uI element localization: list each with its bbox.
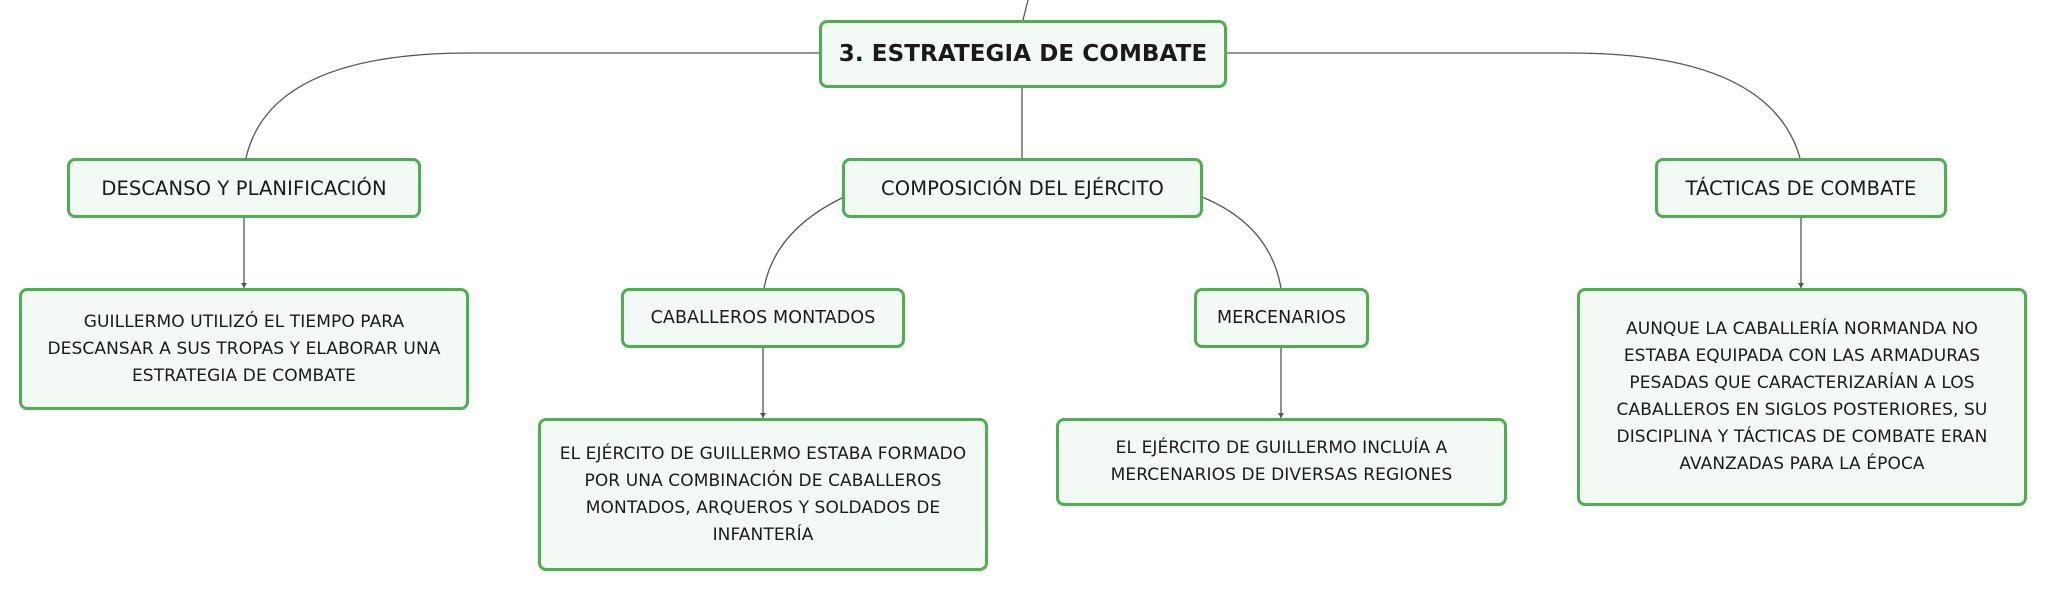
connector-composicion-caballeros: [763, 196, 845, 289]
node-caballeros[interactable]: CABALLEROS MONTADOS: [621, 288, 905, 348]
arrowhead: [1798, 283, 1804, 288]
root-label: 3. ESTRATEGIA DE COMBATE: [838, 41, 1208, 67]
node-mercenarios-detail[interactable]: EL EJÉRCITO DE GUILLERMO INCLUÍA A MERCE…: [1056, 418, 1507, 506]
node-composicion-label: COMPOSICIÓN DEL EJÉRCITO: [881, 176, 1164, 200]
connector-incoming: [1022, 0, 1029, 21]
node-caballeros-detail-text: EL EJÉRCITO DE GUILLERMO ESTABA FORMADO …: [559, 443, 967, 545]
node-descanso-detail[interactable]: GUILLERMO UTILIZÓ EL TIEMPO PARA DESCANS…: [19, 288, 469, 410]
connector-composicion-mercenarios: [1201, 196, 1282, 289]
node-descanso-label: DESCANSO Y PLANIFICACIÓN: [101, 176, 387, 200]
node-tacticas-detail-text: AUNQUE LA CABALLERÍA NORMANDA NO ESTABA …: [1616, 319, 1988, 474]
root-node[interactable]: 3. ESTRATEGIA DE COMBATE: [819, 20, 1227, 88]
node-tacticas[interactable]: TÁCTICAS DE COMBATE: [1655, 158, 1947, 218]
node-tacticas-label: TÁCTICAS DE COMBATE: [1685, 176, 1917, 200]
node-composicion[interactable]: COMPOSICIÓN DEL EJÉRCITO: [842, 158, 1203, 218]
node-mercenarios-label: MERCENARIOS: [1216, 308, 1347, 328]
node-caballeros-detail[interactable]: EL EJÉRCITO DE GUILLERMO ESTABA FORMADO …: [538, 418, 988, 571]
node-mercenarios-detail-text: EL EJÉRCITO DE GUILLERMO INCLUÍA A MERCE…: [1110, 438, 1453, 485]
node-mercenarios[interactable]: MERCENARIOS: [1194, 288, 1369, 348]
node-caballeros-label: CABALLEROS MONTADOS: [650, 308, 876, 328]
arrowhead: [1278, 413, 1284, 418]
node-descanso-detail-text: GUILLERMO UTILIZÓ EL TIEMPO PARA DESCANS…: [47, 311, 441, 386]
arrowhead: [241, 283, 247, 288]
node-tacticas-detail[interactable]: AUNQUE LA CABALLERÍA NORMANDA NO ESTABA …: [1577, 288, 2027, 506]
arrowhead: [760, 413, 766, 418]
node-descanso[interactable]: DESCANSO Y PLANIFICACIÓN: [67, 158, 421, 218]
connector-root-tacticas: [1227, 52, 1801, 159]
connector-root-descanso: [245, 52, 820, 159]
